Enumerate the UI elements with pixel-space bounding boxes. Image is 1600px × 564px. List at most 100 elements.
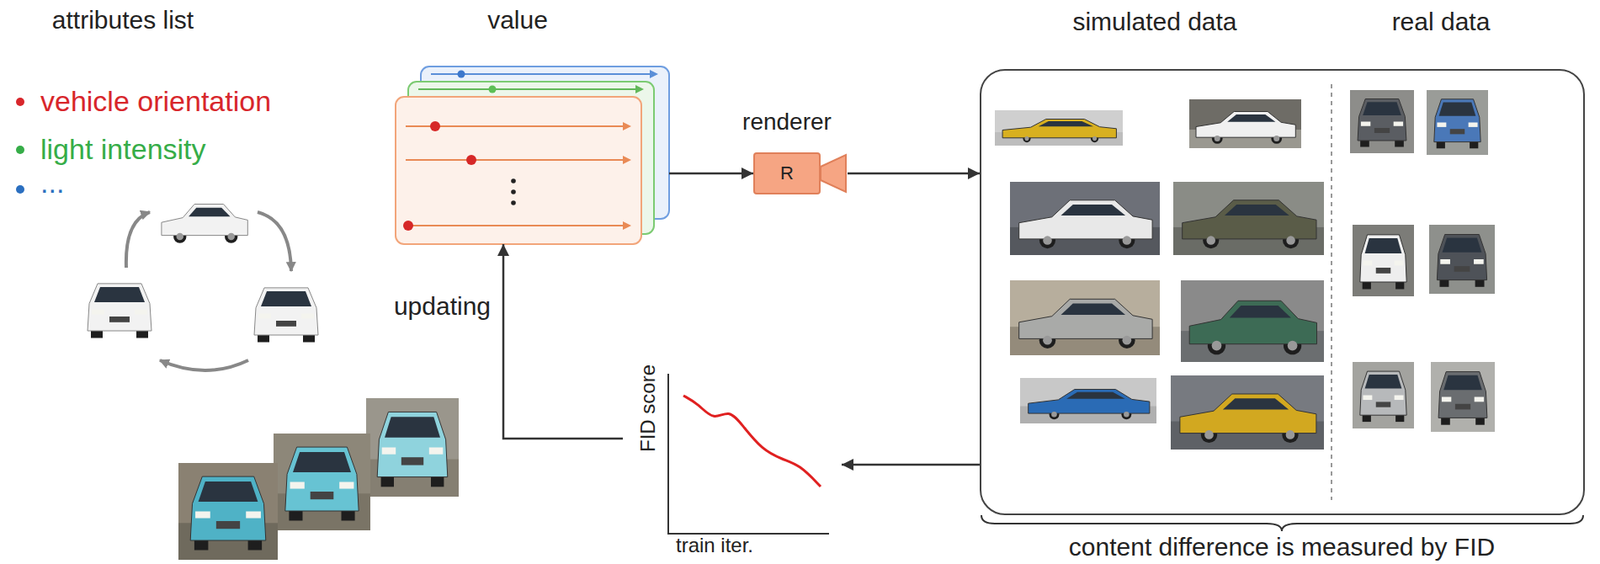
wheel xyxy=(1204,430,1214,440)
photo-ground xyxy=(1173,181,1324,256)
flow-arrow xyxy=(669,172,754,176)
car-image xyxy=(1173,181,1324,256)
photo-ground xyxy=(366,398,459,497)
car-body xyxy=(1360,234,1407,282)
car-body xyxy=(285,446,359,511)
car-body xyxy=(1019,200,1153,240)
value-dot xyxy=(430,121,441,132)
heading: renderer xyxy=(742,108,832,136)
ellipsis-dot xyxy=(510,200,516,206)
car-window xyxy=(384,416,441,438)
car-body xyxy=(1436,234,1487,281)
car-body xyxy=(1189,300,1317,344)
car-image xyxy=(1350,90,1414,154)
ellipsis-dot xyxy=(510,178,516,184)
car-image xyxy=(1020,377,1157,424)
grille xyxy=(109,316,130,323)
axis-label: train iter. xyxy=(675,533,754,558)
car-image xyxy=(1426,90,1489,155)
grille xyxy=(1374,127,1390,133)
headlight xyxy=(1440,259,1451,265)
car-window xyxy=(1222,398,1289,410)
grille xyxy=(276,320,297,327)
rotation-arrow xyxy=(159,360,249,371)
bullet-dot xyxy=(15,145,25,155)
headlight xyxy=(1360,122,1371,127)
fid-curve xyxy=(683,395,821,487)
flow-arrow xyxy=(841,463,980,467)
bullet-dot xyxy=(15,97,25,107)
value-axis-head xyxy=(649,69,659,79)
car-image xyxy=(1170,375,1324,450)
photo-ground xyxy=(1426,90,1489,155)
car-image xyxy=(87,283,152,339)
photo-ground xyxy=(1189,99,1302,149)
divider xyxy=(1330,84,1333,500)
car-window xyxy=(1229,305,1292,319)
wheel xyxy=(1206,235,1216,245)
car-image xyxy=(1189,99,1302,149)
headlight xyxy=(1468,122,1478,128)
grille xyxy=(1450,128,1466,134)
value-cards: value xyxy=(395,66,670,245)
wheel xyxy=(176,233,184,240)
headlight xyxy=(1393,122,1404,127)
photo-ground xyxy=(1009,280,1160,356)
photo-ground xyxy=(1430,361,1495,432)
headlight xyxy=(245,511,261,519)
car-image xyxy=(994,110,1123,146)
car-body xyxy=(190,476,266,541)
car-body xyxy=(1019,298,1153,339)
bullet-dot xyxy=(15,185,25,194)
car-window xyxy=(1038,121,1094,127)
car-body xyxy=(1438,372,1488,419)
wheel xyxy=(1051,411,1058,418)
car-window xyxy=(1066,392,1126,399)
car-window xyxy=(1061,303,1127,315)
car-window xyxy=(1224,204,1290,216)
edge-label: updating xyxy=(391,292,494,322)
wheel xyxy=(1122,235,1133,245)
value-dot xyxy=(489,85,497,94)
photo-ground xyxy=(1352,224,1414,297)
heading: attributes list xyxy=(52,5,194,36)
car-body xyxy=(1360,371,1407,415)
photo-ground xyxy=(1180,280,1324,362)
photo-ground xyxy=(1352,361,1414,429)
headlight xyxy=(301,313,314,319)
car-body xyxy=(1357,99,1407,142)
attribute-item: ... xyxy=(40,166,64,200)
car-body xyxy=(1196,111,1296,139)
camera-body xyxy=(754,153,820,194)
value-dot xyxy=(466,154,477,165)
headlight xyxy=(134,309,148,315)
car-image xyxy=(366,398,459,497)
wheel xyxy=(1123,411,1130,418)
headlight xyxy=(339,482,354,490)
grille xyxy=(1455,403,1471,410)
headlight xyxy=(382,447,397,455)
headlight xyxy=(1362,395,1372,401)
car-body xyxy=(1002,119,1117,139)
car-body xyxy=(254,287,319,335)
grille xyxy=(216,520,240,529)
data-panel: simulated datareal data xyxy=(979,69,1585,516)
rotation-arrow xyxy=(257,212,292,272)
headlight xyxy=(1473,259,1484,265)
headlight xyxy=(258,313,272,319)
grille xyxy=(1376,401,1392,407)
fid-chart: FID scoretrain iter. xyxy=(622,361,842,560)
car-body xyxy=(87,283,152,331)
car-image xyxy=(254,287,319,343)
car-body xyxy=(1180,393,1317,434)
photo-ground xyxy=(273,433,371,531)
car-window xyxy=(94,287,145,303)
wheel xyxy=(1286,430,1296,440)
wheel xyxy=(1092,136,1097,141)
heading: simulated data xyxy=(1072,7,1237,38)
flow-arrow xyxy=(503,244,623,439)
headlight xyxy=(1474,397,1484,403)
grille xyxy=(1454,265,1471,272)
headlight xyxy=(1436,122,1446,128)
